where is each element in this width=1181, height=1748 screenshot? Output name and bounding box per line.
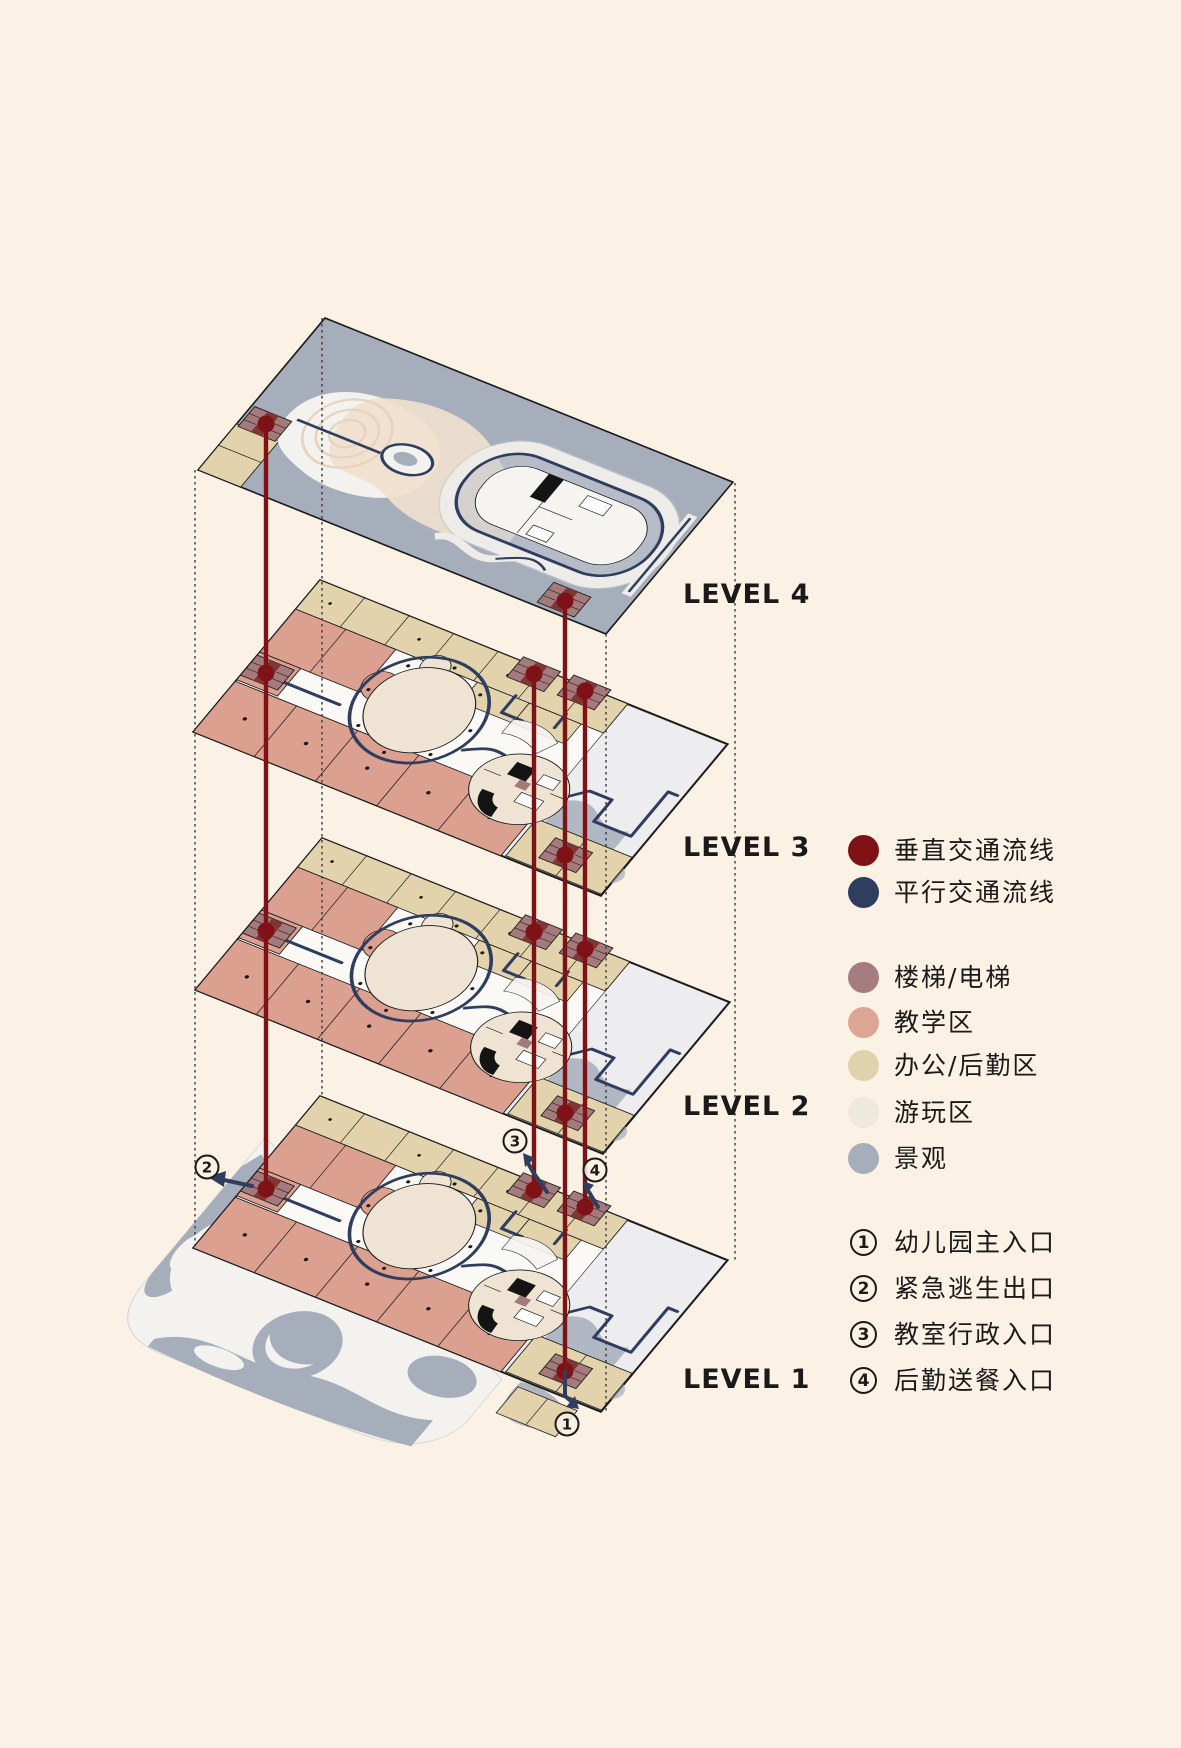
level-2-label: LEVEL 2	[683, 1091, 811, 1122]
svg-text:2: 2	[202, 1158, 212, 1176]
legend-entrance-3: 3 教室行政入口	[848, 1319, 1056, 1350]
legend-dot	[848, 835, 879, 866]
legend-item-office: 办公/后勤区	[848, 1050, 1039, 1081]
legend-dot	[848, 1050, 879, 1081]
legend-item-teaching: 教学区	[848, 1007, 975, 1038]
vertical-circulation-lines	[257, 415, 594, 1380]
projection-guide-lines	[194, 318, 736, 1414]
legend-dot	[848, 877, 879, 908]
legend-dot	[848, 962, 879, 993]
entrance-marker-2: 2	[194, 1154, 220, 1180]
legend-dot	[848, 1097, 879, 1128]
level-2-plate	[195, 833, 740, 1157]
entrance-number: 4	[850, 1367, 877, 1394]
entrance-marker-4: 4	[582, 1157, 608, 1183]
legend-item-vertical-circulation: 垂直交通流线	[848, 835, 1056, 866]
svg-text:4: 4	[590, 1161, 600, 1179]
entrance-number: 1	[850, 1229, 877, 1256]
entrance-marker-1: 1	[554, 1411, 580, 1437]
level-1-label: LEVEL 1	[683, 1364, 811, 1395]
legend-item-stairs: 楼梯/电梯	[848, 962, 1012, 993]
entrance-number: 2	[850, 1275, 877, 1302]
legend-entrance-4: 4 后勤送餐入口	[848, 1365, 1056, 1396]
level-4-plate	[198, 318, 733, 634]
legend-item-landscape: 景观	[848, 1143, 948, 1174]
level-4-label: LEVEL 4	[683, 579, 811, 610]
entrance-arrows	[208, 1153, 600, 1409]
svg-text:3: 3	[510, 1132, 520, 1150]
entrance-number: 3	[850, 1321, 877, 1348]
legend-item-play: 游玩区	[848, 1097, 975, 1128]
legend-dot	[848, 1143, 879, 1174]
legend-entrance-1: 1 幼儿园主入口	[848, 1227, 1056, 1258]
level-1-plate	[102, 1085, 738, 1496]
legend-dot	[848, 1007, 879, 1038]
level-3-plate	[193, 575, 738, 899]
svg-text:1: 1	[562, 1415, 572, 1433]
entrance-marker-3: 3	[502, 1128, 528, 1154]
level-3-label: LEVEL 3	[683, 832, 811, 863]
legend-entrance-2: 2 紧急逃生出口	[848, 1273, 1056, 1304]
entrance-number-markers: 1 2 3 4	[194, 1128, 608, 1437]
legend-item-horizontal-circulation: 平行交通流线	[848, 877, 1056, 908]
